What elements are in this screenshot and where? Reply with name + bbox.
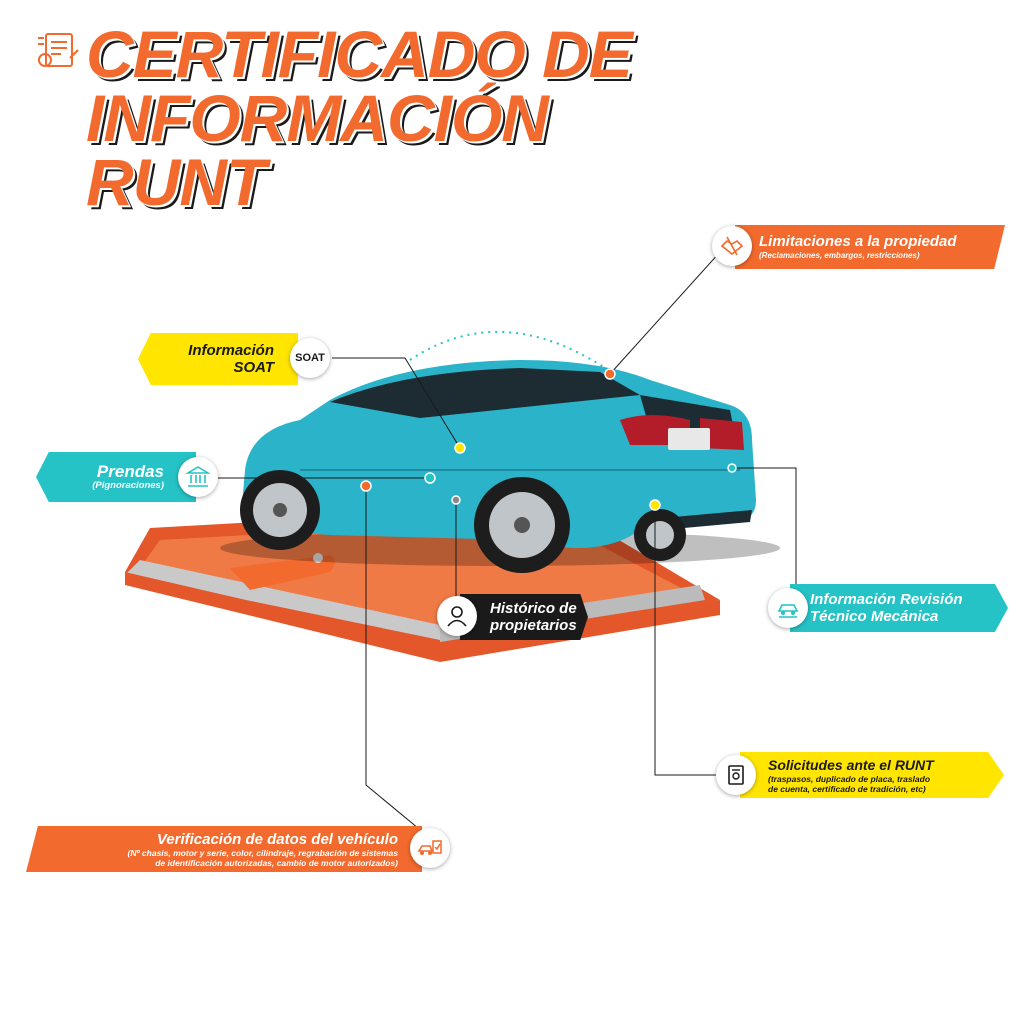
car-inspection-icon (768, 588, 808, 628)
hotspot-revision (727, 463, 737, 473)
user-icon (437, 596, 477, 636)
soat-icon: SOAT (290, 338, 330, 378)
hotspot-prendas (424, 472, 436, 484)
revision-title-line-2: Técnico Mecánica (810, 608, 939, 625)
solicitudes-subtitle-line-2: de cuenta, certificado de tradición, etc… (768, 783, 926, 794)
callout-soat: Información SOAT (138, 333, 298, 385)
verificacion-title: Verificación de datos del vehículo (156, 830, 398, 848)
hotspot-historico (451, 495, 461, 505)
verificacion-subtitle-line-2: de identificación autorizadas, cambio de… (155, 857, 398, 868)
revision-title-line-1: Información Revisión (810, 591, 963, 608)
document-icon (716, 755, 756, 795)
solicitudes-subtitle-line-1: (traspasos, duplicado de placa, traslado (768, 773, 931, 784)
bank-icon (178, 457, 218, 497)
callout-verificacion: Verificación de datos del vehículo (Nº c… (26, 826, 422, 872)
hotspot-verificacion (360, 480, 372, 492)
hotspot-soat (454, 442, 466, 454)
callout-limitaciones: Limitaciones a la propiedad (Reclamacion… (735, 225, 1005, 269)
soat-icon-label: SOAT (295, 352, 325, 364)
verificacion-subtitle-line-1: (Nº chasis, motor y serie, color, cilind… (127, 847, 399, 858)
wheel-front (240, 470, 320, 550)
handshake-icon (712, 226, 752, 266)
callout-prendas: Prendas (Pignoraciones) (36, 452, 196, 502)
historico-title-line-1: Histórico de (490, 600, 577, 617)
certificate-icon (36, 30, 80, 70)
dotted-arc (409, 330, 606, 369)
solicitudes-title: Solicitudes ante el RUNT (768, 756, 934, 773)
title-line-3: RUNT (86, 145, 266, 219)
wheel-rear (474, 477, 570, 573)
wheel-far (634, 509, 686, 561)
soat-title-line-2: SOAT (233, 359, 274, 376)
historico-title-line-2: propietarios (490, 617, 577, 634)
callout-revision: Información Revisión Técnico Mecánica (790, 584, 1008, 632)
hotspot-solicitudes (649, 499, 661, 511)
connector-lines (212, 251, 797, 839)
hotspot-limitaciones (604, 368, 616, 380)
prendas-subtitle: (Pignoraciones) (92, 480, 164, 491)
limitaciones-subtitle: (Reclamaciones, embargos, restricciones) (759, 251, 920, 260)
title-line-1: CERTIFICADO DE (86, 17, 633, 91)
soat-title-line-1: Información (188, 342, 274, 359)
prendas-title: Prendas (96, 462, 164, 481)
limitaciones-title: Limitaciones a la propiedad (759, 233, 957, 250)
car-check-icon (410, 828, 450, 868)
callout-solicitudes: Solicitudes ante el RUNT (traspasos, dup… (740, 752, 1004, 798)
callout-historico: Histórico de propietarios (460, 594, 588, 640)
title-line-2: INFORMACIÓN (86, 81, 549, 155)
page-title: CERTIFICADO DE INFORMACIÓN RUNT (86, 17, 633, 219)
